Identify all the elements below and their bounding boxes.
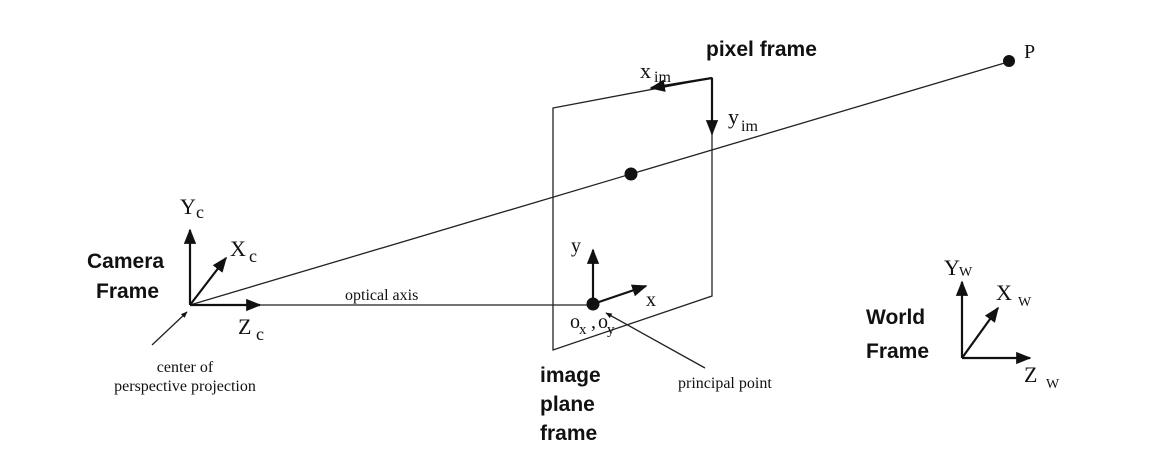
y-im-sub: im	[741, 118, 758, 135]
optical-axis-label: optical axis	[345, 287, 418, 304]
image-y-label: y	[571, 235, 581, 257]
pixel-frame-label: pixel frame	[706, 38, 817, 61]
x-im-label: x	[640, 58, 651, 83]
yw-sub: W	[959, 265, 973, 280]
yw-label: Y	[944, 255, 960, 280]
oy-sub: y	[607, 322, 615, 338]
xw-sub: W	[1018, 295, 1032, 310]
xw-label: X	[996, 280, 1012, 305]
y-im-label: y	[728, 104, 739, 129]
yc-sub: c	[196, 202, 204, 222]
camera-frame-label-1: Camera	[87, 250, 164, 273]
projected-point-dot	[624, 167, 638, 181]
x-im-sub: im	[654, 69, 671, 86]
image-plane-label-3: frame	[540, 422, 597, 445]
center-leader	[151, 311, 188, 346]
ox-sub: x	[579, 322, 587, 338]
world-frame-label-1: World	[866, 306, 925, 329]
pixel-x-axis	[649, 76, 713, 92]
center-label-1: center of	[157, 359, 214, 376]
image-plane-label-2: plane	[540, 393, 595, 416]
world-frame-label-2: Frame	[866, 340, 929, 363]
world-x-axis	[961, 306, 999, 359]
principal-leader	[605, 312, 706, 369]
image-x-axis	[592, 284, 648, 306]
oy-label: o	[598, 311, 608, 333]
camera-x-axis	[189, 256, 227, 306]
zc-sub: c	[256, 324, 264, 344]
point-p-label: P	[1024, 41, 1035, 63]
xc-label: X	[230, 236, 246, 261]
zw-label: Z	[1024, 362, 1037, 387]
comma-label: ,	[591, 311, 596, 333]
yc-label: Y	[180, 194, 196, 219]
zc-label: Z	[238, 314, 251, 339]
ox-label: o	[570, 311, 580, 333]
camera-frame-label-2: Frame	[96, 280, 159, 303]
zw-sub: W	[1046, 377, 1060, 392]
projection-ray	[189, 61, 1009, 306]
point-p-dot	[1003, 55, 1015, 67]
xc-sub: c	[249, 246, 257, 266]
image-x-label: x	[646, 289, 656, 311]
principal-point-label: principal point	[678, 375, 772, 392]
image-plane	[552, 77, 713, 351]
center-label-2: perspective projection	[114, 378, 256, 395]
image-plane-label-1: image	[540, 364, 601, 387]
